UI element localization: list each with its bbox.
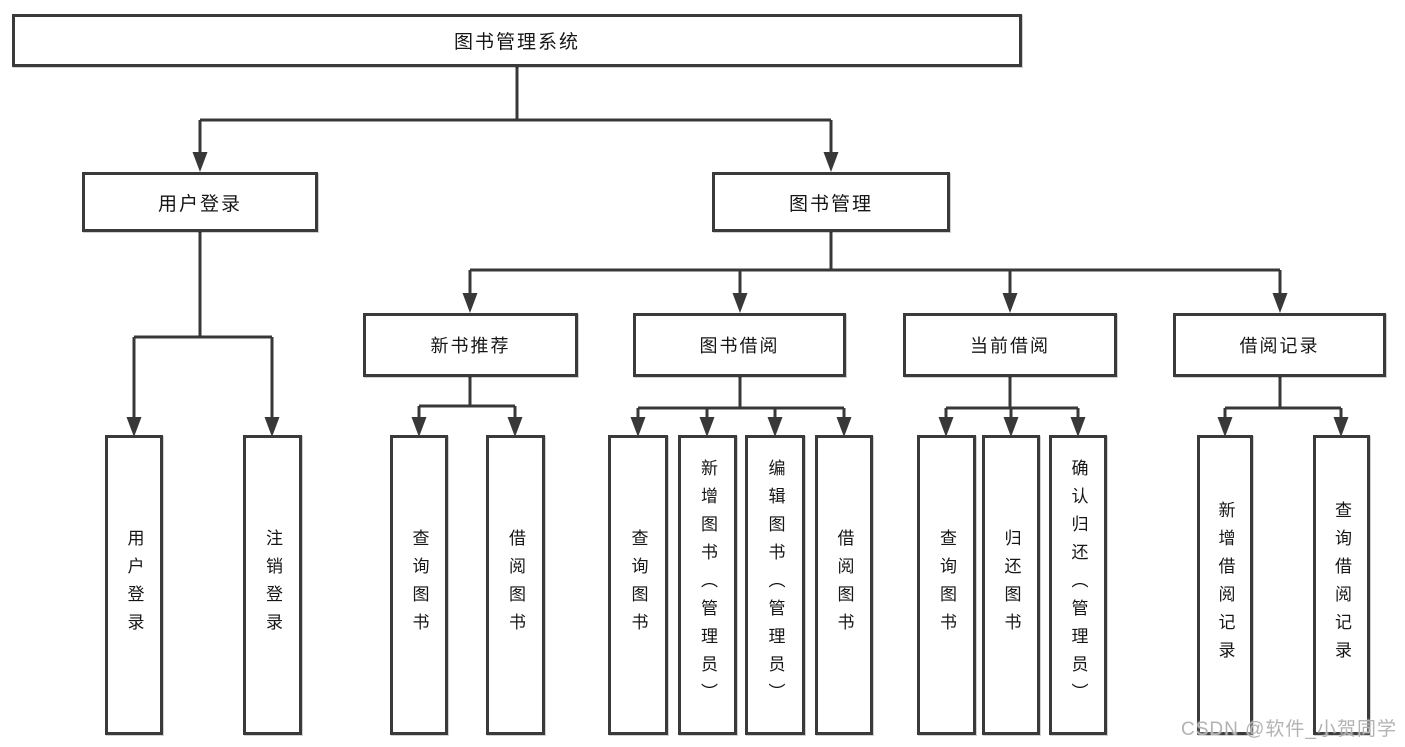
node-user-login: 用户登录	[82, 172, 318, 232]
node-logout-action: 注销登录	[243, 435, 302, 735]
node-edit-book-admin: 编辑图书（管理员）	[745, 435, 805, 735]
node-confirm-return-admin: 确认归还（管理员）	[1049, 435, 1107, 735]
node-borrowing-query-books: 查询图书	[608, 435, 668, 735]
node-return-books: 归还图书	[982, 435, 1040, 735]
node-recommend-query-books: 查询图书	[390, 435, 448, 735]
node-book-borrowing: 图书借阅	[633, 313, 846, 377]
node-book-management: 图书管理	[712, 172, 950, 232]
csdn-watermark: CSDN @软件_小贺同学	[1181, 719, 1397, 740]
node-user-login-action: 用户登录	[105, 435, 163, 735]
node-new-book-recommend: 新书推荐	[363, 313, 578, 377]
node-add-borrow-record: 新增借阅记录	[1197, 435, 1253, 735]
node-add-book-admin: 新增图书（管理员）	[678, 435, 737, 735]
node-library-management-system: 图书管理系统	[12, 14, 1022, 67]
node-borrowing-borrow-books: 借阅图书	[815, 435, 873, 735]
node-borrowing-records: 借阅记录	[1173, 313, 1386, 377]
node-query-borrow-record: 查询借阅记录	[1313, 435, 1370, 735]
node-recommend-borrow-books: 借阅图书	[486, 435, 545, 735]
node-current-borrowing: 当前借阅	[903, 313, 1117, 377]
node-current-query-books: 查询图书	[917, 435, 976, 735]
